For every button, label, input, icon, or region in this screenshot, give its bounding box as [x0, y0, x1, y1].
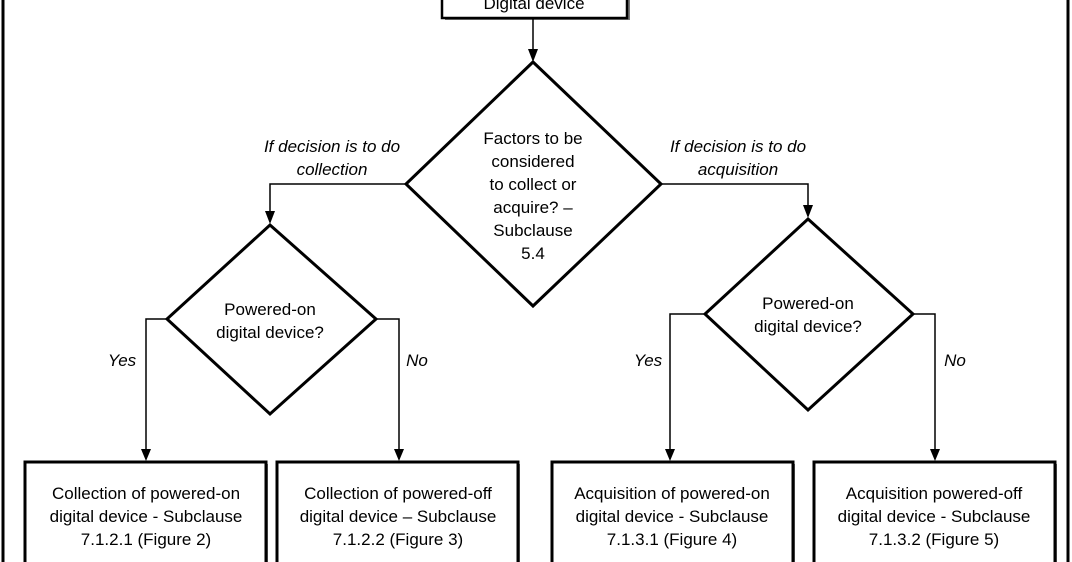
result-box-2: Collection of powered-off digital device… — [275, 460, 520, 562]
svg-text:digital device – Subclause: digital device – Subclause — [300, 507, 497, 526]
start-label: Digital device — [483, 0, 584, 13]
svg-text:Acquisition powered-off: Acquisition powered-off — [846, 484, 1023, 503]
svg-text:digital device - Subclause: digital device - Subclause — [576, 507, 769, 526]
branch-labels: If decision is to do collection If decis… — [108, 137, 966, 370]
svg-text:Subclause: Subclause — [493, 221, 572, 240]
svg-text:Collection of powered-off: Collection of powered-off — [304, 484, 492, 503]
svg-text:5.4: 5.4 — [521, 244, 545, 263]
svg-text:Acquisition of powered-on: Acquisition of powered-on — [574, 484, 770, 503]
result-box-3: Acquisition of powered-on digital device… — [550, 460, 795, 562]
decision-main-text: Factors to be considered to collect or a… — [483, 129, 582, 263]
connectors — [145, 19, 936, 450]
decision-left-text: Powered-on digital device? — [216, 300, 324, 342]
svg-text:digital device?: digital device? — [216, 323, 324, 342]
result-box-1: Collection of powered-on digital device … — [23, 460, 268, 562]
svg-text:If decision is to do: If decision is to do — [264, 137, 400, 156]
decision-right-text: Powered-on digital device? — [754, 294, 862, 336]
svg-text:Powered-on: Powered-on — [224, 300, 316, 319]
arrowheads — [141, 49, 940, 461]
svg-text:7.1.3.1 (Figure 4): 7.1.3.1 (Figure 4) — [607, 530, 737, 549]
decision-main-diamond — [403, 59, 664, 309]
result-box-4: Acquisition powered-off digital device -… — [812, 460, 1057, 562]
svg-text:acquisition: acquisition — [698, 160, 778, 179]
svg-text:acquire? –: acquire? – — [493, 198, 573, 217]
decision-left-diamond — [164, 222, 379, 417]
svg-text:7.1.2.2 (Figure 3): 7.1.2.2 (Figure 3) — [333, 530, 463, 549]
svg-text:digital device?: digital device? — [754, 317, 862, 336]
svg-text:considered: considered — [491, 152, 574, 171]
svg-text:collection: collection — [297, 160, 368, 179]
svg-text:7.1.2.1 (Figure 2): 7.1.2.1 (Figure 2) — [81, 530, 211, 549]
svg-text:Yes: Yes — [108, 351, 137, 370]
svg-text:Powered-on: Powered-on — [762, 294, 854, 313]
svg-text:Factors to be: Factors to be — [483, 129, 582, 148]
svg-text:No: No — [944, 351, 966, 370]
svg-text:Collection of powered-on: Collection of powered-on — [52, 484, 240, 503]
svg-text:to collect or: to collect or — [490, 175, 577, 194]
svg-text:digital device - Subclause: digital device - Subclause — [838, 507, 1031, 526]
decision-right-diamond — [702, 216, 916, 413]
svg-text:7.1.3.2 (Figure 5): 7.1.3.2 (Figure 5) — [869, 530, 999, 549]
svg-text:No: No — [406, 351, 428, 370]
svg-text:Yes: Yes — [634, 351, 663, 370]
start-box — [440, 0, 629, 20]
svg-text:If decision is to do: If decision is to do — [670, 137, 806, 156]
svg-text:digital device - Subclause: digital device - Subclause — [50, 507, 243, 526]
